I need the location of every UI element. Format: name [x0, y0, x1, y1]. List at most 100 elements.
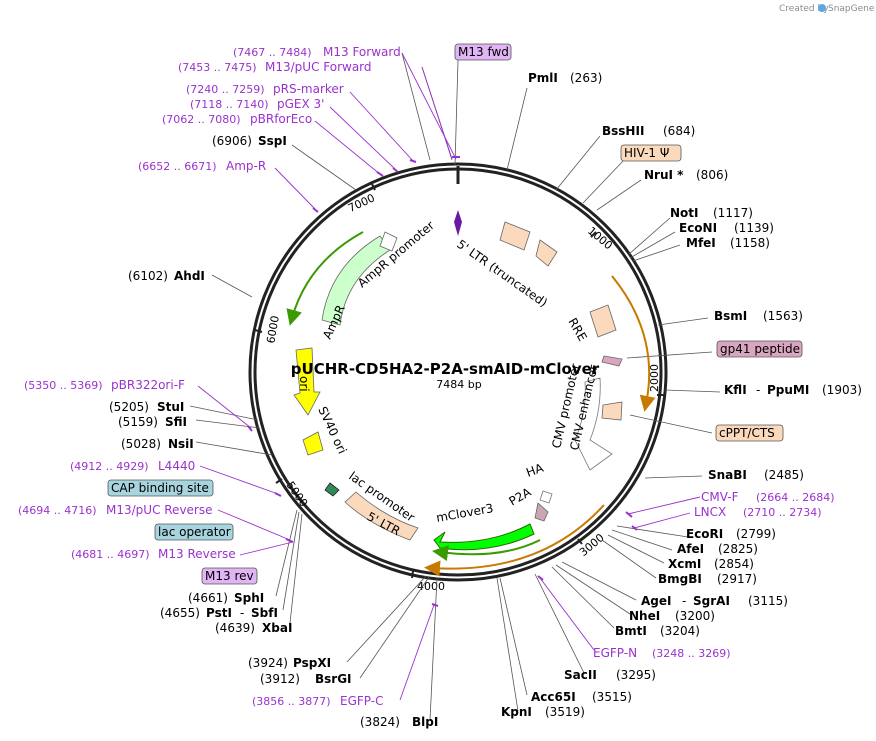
svg-text:NruI *(806): NruI *(806)	[644, 168, 728, 182]
label-ori: ori	[297, 376, 311, 392]
site-xcmi: XcmI	[668, 557, 701, 571]
primer-pbr322ori-f: pBR322ori-F	[111, 378, 185, 392]
svg-text:(3912)BsrGI: (3912)BsrGI	[260, 672, 352, 686]
svg-text:NotI(1117): NotI(1117)	[670, 206, 753, 220]
left-sites: (3824)BlpI (3912)BsrGI (3924)PspXI (4639…	[109, 134, 438, 729]
svg-text:(5028)NsiI: (5028)NsiI	[121, 437, 194, 451]
svg-text:(7118 .. 7140)pGEX 3': (7118 .. 7140)pGEX 3'	[190, 97, 324, 111]
tick-2000: 2000	[648, 364, 661, 392]
site-ahdi: AhdI	[174, 269, 205, 283]
site-econi: EcoNI	[679, 221, 717, 235]
site-nhei: NheI	[629, 609, 660, 623]
primer-ticks	[247, 156, 638, 607]
rre-box	[589, 304, 617, 338]
label-cppt: cPPT/CTS	[719, 426, 775, 440]
site-mfei: MfeI	[686, 236, 716, 250]
primer-egfp-n: EGFP-N	[593, 646, 637, 660]
primer-cmv-f: CMV-F	[701, 490, 739, 504]
primer-l4440: L4440	[158, 459, 195, 473]
svg-text:(7453 .. 7475)M13/pUC Forward: (7453 .. 7475)M13/pUC Forward	[178, 60, 372, 74]
ampr-promoter-arrow	[379, 231, 398, 252]
site-bsrgi: BsrGI	[315, 672, 352, 686]
label-p2a: P2A	[507, 485, 535, 509]
m13-fwd-feature	[454, 210, 462, 236]
label-m13rev: M13 rev	[205, 569, 254, 583]
svg-text:AfeI(2825): AfeI(2825)	[677, 542, 758, 556]
boxed-labels: M13 fwd HIV-1 Ψ gp41 peptide cPPT/CTS CA…	[107, 43, 803, 585]
cap-box-label	[107, 479, 214, 497]
ltr5-arrow	[344, 491, 419, 541]
hiv-box-label	[620, 144, 682, 162]
svg-text:(3824)BlpI: (3824)BlpI	[360, 715, 438, 729]
lac-promoter-box	[324, 482, 340, 497]
svg-text:(7240 .. 7259)pRS-marker: (7240 .. 7259)pRS-marker	[186, 82, 344, 96]
svg-text:(6906)SspI: (6906)SspI	[212, 134, 287, 148]
svg-text:EGFP-N(3248 .. 3269): EGFP-N(3248 .. 3269)	[593, 646, 731, 660]
site-sbfi: SbfI	[251, 606, 278, 620]
site-bmti: BmtI	[615, 624, 647, 638]
svg-text:NheI(3200): NheI(3200)	[629, 609, 715, 623]
plasmid-name: pUCHR-CD5HA2-P2A-smAID-mClover	[291, 360, 600, 378]
gp41-box	[601, 355, 623, 367]
primer-m13-reverse: M13 Reverse	[158, 547, 236, 561]
site-psti: PstI	[206, 606, 232, 620]
primer-labels: (7467 .. 7484)M13 Forward (7453 .. 7475)…	[18, 45, 835, 708]
m13fwd-box	[454, 43, 512, 61]
site-ppumi: PpuMI	[767, 383, 809, 397]
svg-text:(7467 .. 7484)M13 Forward: (7467 .. 7484)M13 Forward	[233, 45, 401, 59]
label-cap: CAP binding site	[111, 481, 209, 495]
primer-pbrforeco: pBRforEco	[250, 112, 312, 126]
cppt-box	[601, 401, 623, 421]
site-sacii: SacII	[564, 668, 597, 682]
svg-text:(4639)XbaI: (4639)XbaI	[215, 621, 292, 635]
svg-text:BmgBI(2917): BmgBI(2917)	[658, 572, 757, 586]
label-gp41: gp41 peptide	[720, 342, 800, 356]
svg-text:LNCX(2710 .. 2734): LNCX(2710 .. 2734)	[694, 505, 822, 519]
site-afei: AfeI	[677, 542, 704, 556]
site-pspxi: PspXI	[293, 656, 331, 670]
tick-6000: 6000	[264, 315, 282, 345]
svg-text:(6652 .. 6671)Amp-R: (6652 .. 6671)Amp-R	[138, 159, 266, 173]
features	[293, 210, 623, 553]
site-noti: NotI	[670, 206, 699, 220]
site-nsii: NsiI	[168, 437, 194, 451]
right-sites: PmlI(263) BssHII(684) NruI *(806) NotI(1…	[501, 71, 862, 719]
site-agei: AgeI	[641, 594, 671, 608]
snapgene-logo-icon	[818, 4, 826, 12]
primer-m13-forward: M13 Forward	[323, 45, 401, 59]
svg-text:(4661)SphI: (4661)SphI	[188, 591, 264, 605]
ampr-arrow	[321, 235, 391, 326]
site-acc65i: Acc65I	[531, 690, 576, 704]
label-rre: RRE	[565, 316, 589, 344]
primer-prs-marker: pRS-marker	[273, 82, 344, 96]
label-mclover: mClover3	[435, 501, 494, 525]
svg-text:(4655)PstI-SbfI: (4655)PstI-SbfI	[160, 606, 278, 620]
svg-text:SnaBI(2485): SnaBI(2485)	[708, 468, 804, 482]
svg-text:(4694 .. 4716)M13/pUC Reverse: (4694 .. 4716)M13/pUC Reverse	[18, 503, 213, 517]
label-ha: HA	[524, 460, 546, 479]
primer-egfp-c: EGFP-C	[340, 694, 383, 708]
site-sspi: SspI	[258, 134, 287, 148]
cmv-arrow	[574, 377, 613, 471]
site-sfii: SfiI	[165, 415, 187, 429]
m13rev-box-label	[201, 567, 258, 585]
svg-text:(5350 .. 5369)pBR322ori-F: (5350 .. 5369)pBR322ori-F	[24, 378, 185, 392]
site-sphi: SphI	[234, 591, 264, 605]
backbone-outer	[248, 162, 668, 582]
svg-text:KflI-PpuMI(1903): KflI-PpuMI(1903)	[724, 383, 862, 397]
svg-text:AgeI-SgrAI(3115): AgeI-SgrAI(3115)	[641, 594, 788, 608]
site-kpni: KpnI	[501, 705, 532, 719]
site-xbai: XbaI	[262, 621, 292, 635]
hiv-psi-box	[535, 239, 558, 267]
svg-text:KpnI(3519): KpnI(3519)	[501, 705, 585, 719]
site-snabi: SnaBI	[708, 468, 747, 482]
svg-text:EcoNI(1139): EcoNI(1139)	[679, 221, 774, 235]
ha-box	[539, 490, 553, 504]
sv40-box	[302, 431, 324, 456]
ltr-truncated-arrow	[499, 221, 531, 251]
leader-lines	[189, 52, 721, 721]
svg-text:CMV-F(2664 .. 2684): CMV-F(2664 .. 2684)	[701, 490, 835, 504]
svg-text:(5205)StuI: (5205)StuI	[109, 400, 184, 414]
tick-3000: 3000	[577, 531, 607, 559]
